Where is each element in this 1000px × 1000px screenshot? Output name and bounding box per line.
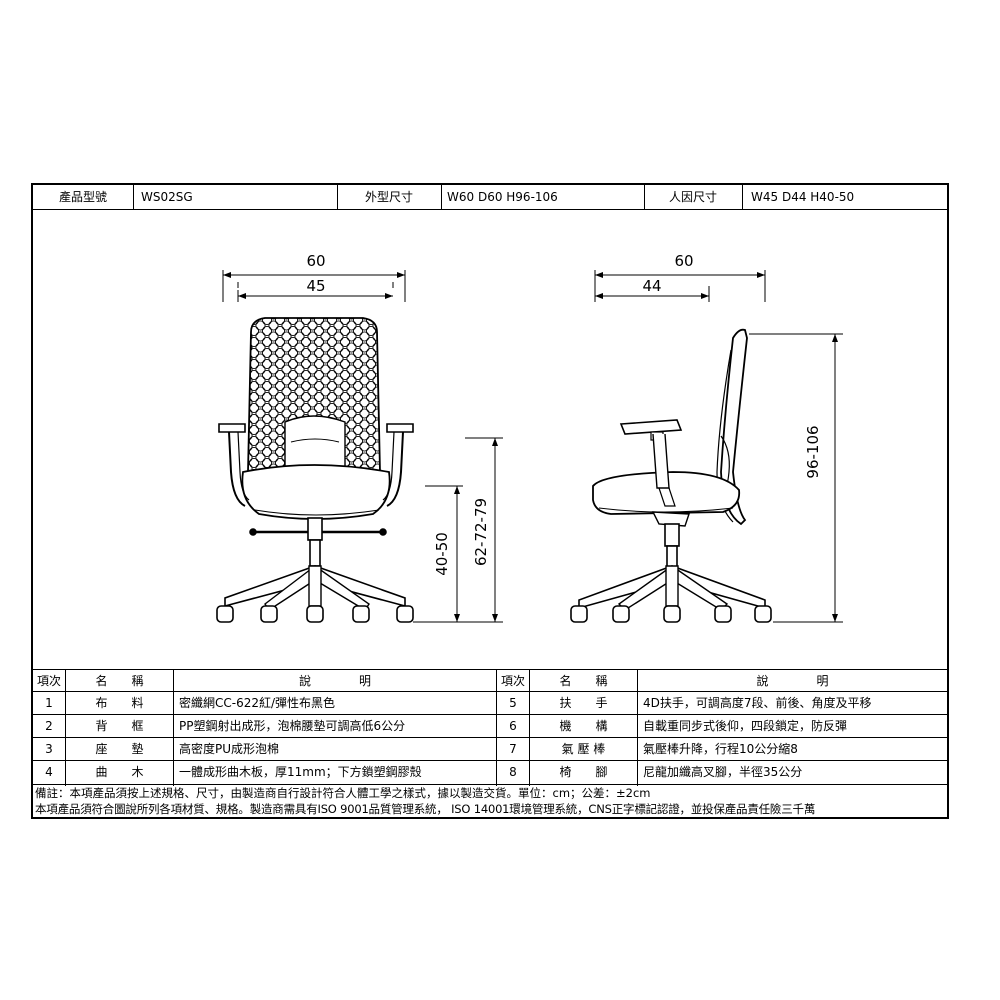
- side-overall-depth-label: 60: [674, 252, 694, 270]
- ergo-size-label: 人因尺寸: [668, 190, 717, 204]
- row-3-num: 3: [45, 742, 53, 756]
- divider: [742, 185, 743, 209]
- notes-area: 備註：本項產品須按上述規格、尺寸，由製造商自行設計符合人體工學之樣式，據以製造交…: [33, 784, 947, 818]
- row-divider: [33, 737, 947, 738]
- note-line-2: 本項產品須符合圖說所列各項材質、規格。製造商需具有ISO 9001品質管理系統，…: [35, 802, 816, 816]
- row-divider: [33, 714, 947, 715]
- row-divider: [33, 691, 947, 692]
- header-name-left: 名 稱: [95, 674, 144, 688]
- row-1-num: 1: [45, 696, 53, 710]
- arm-height-label: 62-72-79: [472, 497, 490, 567]
- divider: [644, 185, 645, 209]
- header-item-left: 項次: [36, 674, 61, 688]
- header-name-right: 名 稱: [559, 674, 608, 688]
- row-4-name: 曲 木: [95, 765, 144, 779]
- divider: [133, 185, 134, 209]
- note-line-1: 備註：本項產品須按上述規格、尺寸，由製造商自行設計符合人體工學之樣式，據以製造交…: [35, 786, 651, 800]
- row-8-desc: 尼龍加纖高叉腳，半徑35公分: [643, 765, 803, 779]
- outer-size-value: W60 D60 H96-106: [447, 190, 558, 204]
- ergo-size-value: W45 D44 H40-50: [751, 190, 855, 204]
- row-7-name: 氣 壓 棒: [561, 742, 606, 756]
- header-desc-left: 說 明: [298, 674, 371, 688]
- header-row: 產品型號 WS02SG 外型尺寸 W60 D60 H96-106 人因尺寸 W4…: [33, 185, 947, 210]
- row-6-num: 6: [509, 719, 517, 733]
- divider: [337, 185, 338, 209]
- row-3-desc: 高密度PU成形泡棉: [179, 742, 280, 756]
- row-8-name: 椅 腳: [559, 765, 608, 779]
- model-label: 產品型號: [58, 190, 107, 204]
- divider: [441, 185, 442, 209]
- row-6-name: 機 構: [559, 719, 608, 733]
- row-1-desc: 密纖網CC-622紅/彈性布黑色: [179, 696, 336, 710]
- divider: [496, 670, 497, 786]
- front-overall-width-label: 60: [306, 252, 326, 270]
- divider: [173, 670, 174, 786]
- row-6-desc: 自載重同步式後仰，四段鎖定，防反彈: [643, 719, 848, 733]
- row-7-num: 7: [509, 742, 517, 756]
- row-7-desc: 氣壓棒升降，行程10公分縮8: [643, 742, 798, 756]
- spec-table: 項次 名 稱 說 明 項次 名 稱 說 明 1 布 料 密纖網CC-622紅/彈…: [33, 669, 947, 786]
- chair-drawing-area: 60 45 60 44 40-50 62-72-79 96-106: [33, 210, 947, 670]
- row-divider: [33, 760, 947, 761]
- outer-size-label: 外型尺寸: [364, 190, 413, 204]
- spec-sheet: 產品型號 WS02SG 外型尺寸 W60 D60 H96-106 人因尺寸 W4…: [31, 183, 949, 819]
- row-3-name: 座 墊: [95, 742, 144, 756]
- divider: [65, 670, 66, 786]
- row-4-desc: 一體成形曲木板，厚11mm；下方鎖塑鋼膠殼: [179, 765, 422, 779]
- side-view-chair: [570, 270, 843, 623]
- row-4-num: 4: [45, 765, 53, 779]
- front-view-chair: [216, 270, 414, 623]
- front-seat-width-label: 45: [306, 277, 326, 295]
- row-5-num: 5: [509, 696, 517, 710]
- row-2-name: 背 框: [95, 719, 144, 733]
- header-desc-right: 說 明: [756, 674, 829, 688]
- row-1-name: 布 料: [95, 696, 144, 710]
- header-item-right: 項次: [500, 674, 525, 688]
- divider: [529, 670, 530, 786]
- row-2-num: 2: [45, 719, 53, 733]
- seat-height-label: 40-50: [433, 532, 451, 576]
- model-value: WS02SG: [141, 190, 193, 204]
- row-8-num: 8: [509, 765, 517, 779]
- height-dimensions: [413, 437, 503, 623]
- divider: [637, 670, 638, 786]
- side-seat-depth-label: 44: [642, 277, 662, 295]
- row-5-name: 扶 手: [559, 696, 608, 710]
- row-2-desc: PP塑鋼射出成形，泡棉腰墊可調高低6公分: [179, 719, 406, 733]
- row-5-desc: 4D扶手，可調高度7段、前後、角度及平移: [643, 696, 872, 710]
- total-height-label: 96-106: [804, 425, 822, 479]
